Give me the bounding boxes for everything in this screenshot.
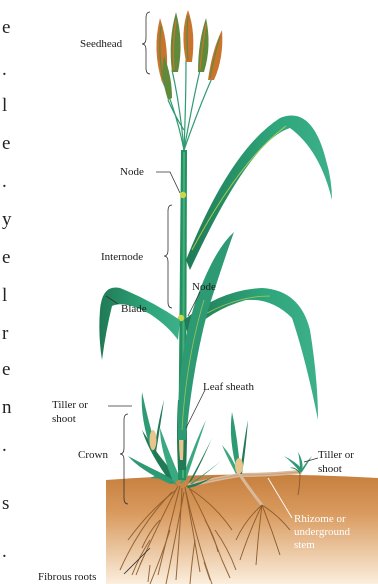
label-seedhead: Seedhead	[80, 38, 123, 50]
node-upper-leader	[156, 172, 180, 193]
right-tiller	[284, 452, 312, 474]
middle-shoot	[222, 412, 248, 474]
label-tiller-left-line1: Tiller or	[52, 399, 88, 411]
label-tiller-right-line1: Tiller or	[318, 449, 354, 461]
upper-node	[180, 192, 186, 198]
seedhead-branches	[162, 60, 212, 150]
label-rhizome-line3: stem	[294, 539, 315, 551]
upper-right-blade	[186, 116, 332, 270]
label-blade: Blade	[121, 303, 147, 315]
label-tiller-left-line2: shoot	[52, 413, 76, 425]
label-node-upper: Node	[120, 166, 144, 178]
internode-brace	[164, 205, 172, 308]
label-fibrous-roots: Fibrous roots	[38, 571, 96, 583]
label-node-lower: Node	[192, 281, 216, 293]
label-crown: Crown	[78, 449, 108, 461]
tiller-right-leader	[304, 458, 318, 462]
label-tiller-right-line2: shoot	[318, 463, 342, 475]
left-tiller	[142, 392, 164, 452]
seedhead-brace	[142, 12, 150, 74]
seedhead	[156, 10, 222, 100]
label-rhizome-line2: underground	[294, 526, 351, 538]
label-internode: Internode	[101, 251, 143, 263]
label-leaf-sheath: Leaf sheath	[203, 381, 254, 393]
label-rhizome-line1: Rhizome or	[294, 513, 346, 525]
